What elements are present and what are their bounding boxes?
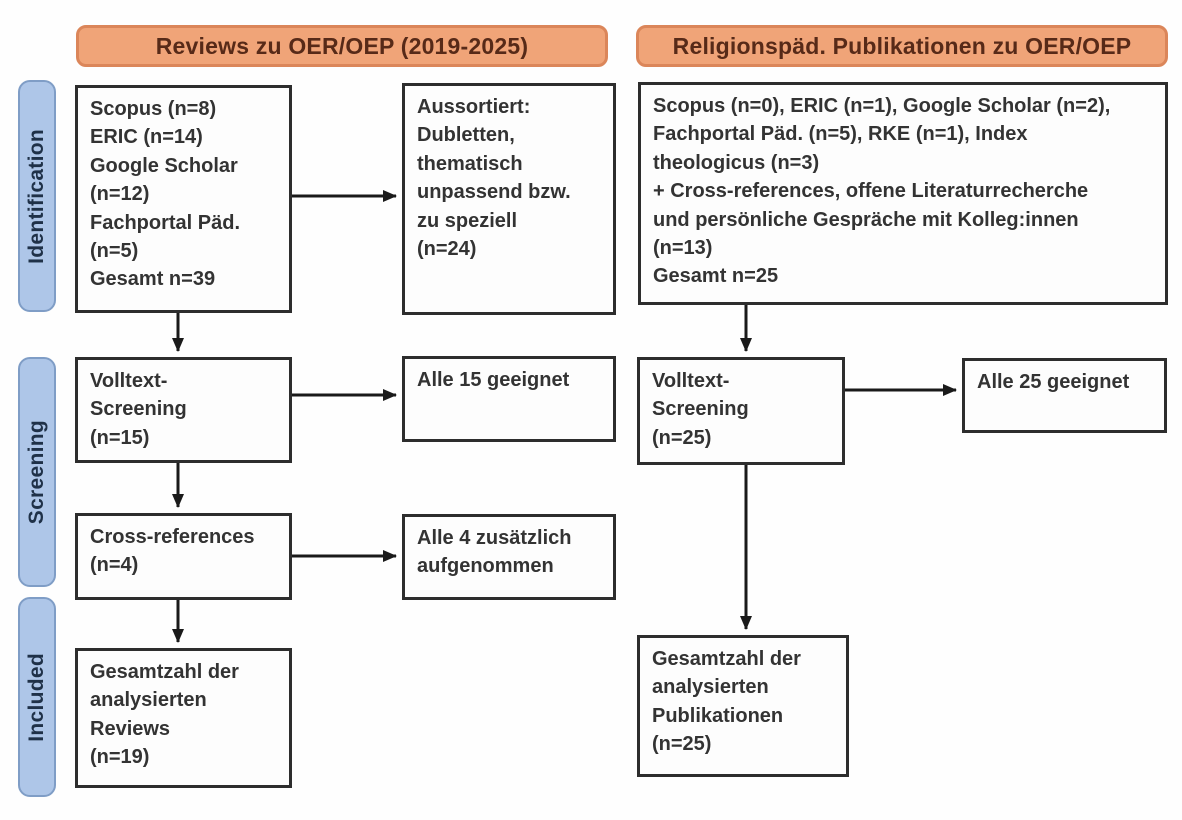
- box-left-cross-references-result: Alle 4 zusätzlich aufgenommen: [402, 514, 616, 600]
- box-left-cross-references: Cross-references (n=4): [75, 513, 292, 600]
- box-right-identification-sources: Scopus (n=0), ERIC (n=1), Google Scholar…: [638, 82, 1168, 305]
- box-left-fulltext-result: Alle 15 geeignet: [402, 356, 616, 442]
- stage-label-identification-text: Identification: [25, 128, 48, 264]
- stage-label-included: Included: [18, 597, 56, 797]
- stage-label-screening-text: Screening: [25, 419, 48, 525]
- stage-label-identification: Identification: [18, 80, 56, 312]
- column-header-reviews: Reviews zu OER/OEP (2019-2025): [76, 25, 608, 67]
- stage-label-included-text: Included: [25, 652, 48, 742]
- box-right-fulltext-result: Alle 25 geeignet: [962, 358, 1167, 433]
- box-left-included-total: Gesamtzahl der analysierten Reviews (n=1…: [75, 648, 292, 788]
- box-right-fulltext-screening: Volltext- Screening (n=25): [637, 357, 845, 465]
- box-left-fulltext-screening: Volltext- Screening (n=15): [75, 357, 292, 463]
- stage-label-screening: Screening: [18, 357, 56, 587]
- box-left-identification-sources: Scopus (n=8) ERIC (n=14) Google Scholar …: [75, 85, 292, 313]
- column-header-religionspaed: Religionspäd. Publikationen zu OER/OEP: [636, 25, 1168, 67]
- box-left-excluded: Aussortiert: Dubletten, thematisch unpas…: [402, 83, 616, 315]
- box-right-included-total: Gesamtzahl der analysierten Publikatione…: [637, 635, 849, 777]
